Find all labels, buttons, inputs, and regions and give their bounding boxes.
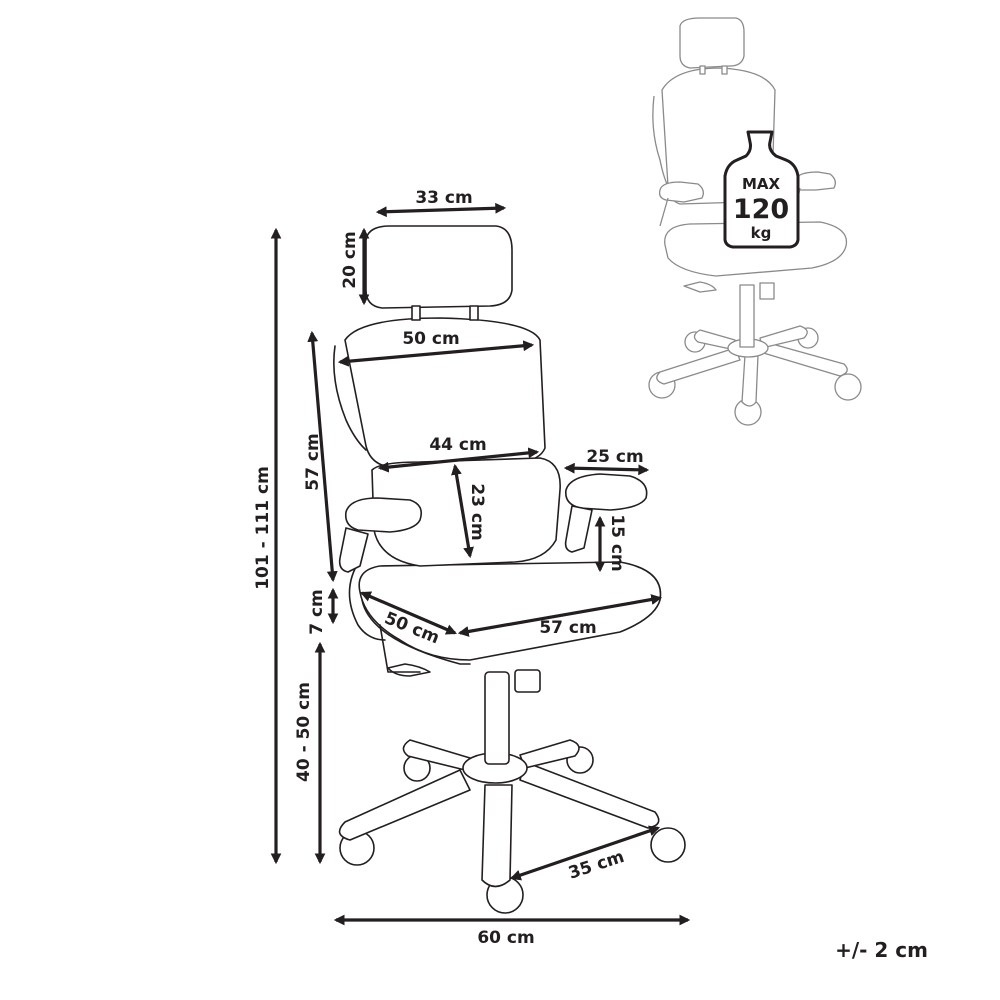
left-armrest (338, 497, 423, 573)
lumbar-height-arrow (451, 463, 474, 559)
label-headrest-width: 33 cm (415, 188, 472, 208)
label-total-height: 101 - 111 cm (253, 466, 273, 590)
label-armrest-length: 25 cm (586, 447, 643, 467)
label-backrest-width: 50 cm (402, 329, 459, 349)
back-frame (348, 559, 386, 641)
gas-lift (484, 669, 541, 765)
label-seat-gap: 7 cm (307, 589, 327, 635)
lumbar-width-arrow (377, 447, 540, 473)
label-seat-width: 57 cm (539, 618, 596, 638)
weight-icon (723, 130, 800, 249)
seat-width-arrow (457, 594, 663, 637)
star-base (338, 739, 660, 888)
weight-line-value: 120 (733, 194, 789, 225)
weight-line-max: MAX (742, 175, 781, 193)
label-base-width: 60 cm (477, 928, 534, 948)
weight-line-unit: kg (751, 224, 772, 242)
armrest-length-arrow (563, 462, 650, 476)
label-lumbar-height: 23 cm (467, 483, 487, 540)
label-base-leg: 35 cm (566, 847, 627, 884)
max-weight-badge: MAX 120 kg (723, 130, 800, 249)
main-chair-drawing (333, 225, 686, 914)
label-armrest-height: 15 cm (607, 514, 627, 571)
label-seat-height: 40 - 50 cm (294, 682, 314, 782)
label-backrest-height: 57 cm (303, 433, 323, 490)
headrest (365, 225, 513, 321)
label-headrest-height: 20 cm (340, 231, 360, 288)
dimension-lines (270, 202, 691, 926)
backrest-height-arrow (307, 330, 338, 583)
headrest-width-arrow (375, 202, 507, 218)
base-leg-arrow (509, 825, 661, 881)
height-lever (387, 663, 431, 677)
backrest-width-arrow (337, 340, 535, 367)
label-lumbar-width: 44 cm (429, 435, 486, 455)
tolerance-note: +/- 2 cm (835, 938, 928, 962)
seat-depth-arrow (360, 591, 457, 635)
right-armrest (564, 473, 648, 553)
